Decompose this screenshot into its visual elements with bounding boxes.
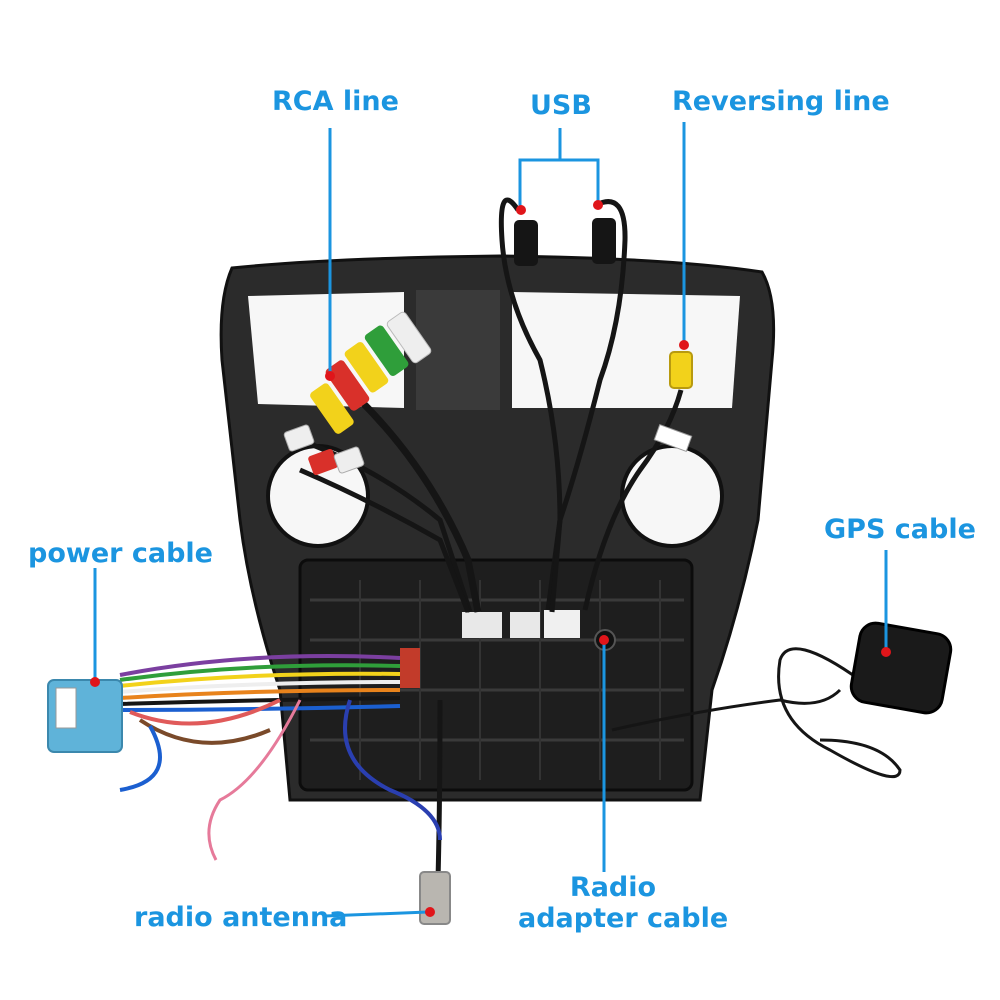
rca-line-label: RCA line [272,86,399,117]
power-marker-dot [90,677,100,687]
usb-label: USB [530,90,592,121]
adapter-marker-dot [599,635,609,645]
power-cable-label: power cable [28,538,213,569]
right-vent-hole [620,444,724,548]
reversing-line-label: Reversing line [672,86,890,117]
gps-cable-label: GPS cable [824,514,976,545]
reversing-cable [582,351,693,611]
radio-adapter-cable-label-line1: Radio [569,872,657,903]
rca-marker-dot [325,371,335,381]
usb-cables [498,197,628,613]
reversing-marker-dot [679,340,689,350]
gps-antenna-module [849,621,953,715]
gps-cable [611,621,953,779]
radio-adapter-cable-label-line2: adapter cable [518,903,729,935]
power-cable-bundle [47,654,401,861]
usb-marker-dot-right [593,200,603,210]
leader-lines [93,122,888,918]
marker-dots [90,200,891,917]
antenna-marker-dot [425,907,435,917]
radio-antenna-label: radio antenna [134,902,348,933]
usb-marker-dot-left [516,205,526,215]
head-unit-frame [219,254,776,802]
gps-marker-dot [881,647,891,657]
radio-antenna-cable [343,699,451,925]
rca-bundle [283,311,482,613]
radio-adapter-cable-label: Radio adapter cable [518,872,729,935]
